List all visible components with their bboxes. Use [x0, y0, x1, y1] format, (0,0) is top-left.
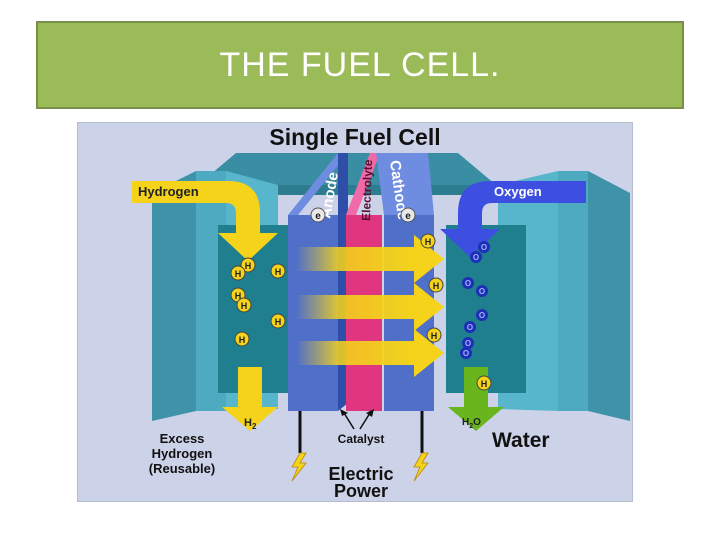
hydrogen-atom: H	[240, 257, 256, 273]
catalyst-label: Catalyst	[338, 432, 385, 446]
svg-text:O: O	[479, 311, 485, 320]
svg-text:O: O	[465, 279, 471, 288]
oxygen-atom: O	[476, 309, 488, 321]
hydrogen-atom: H	[426, 327, 442, 343]
svg-text:O: O	[463, 349, 469, 358]
water-label: Water	[492, 429, 550, 452]
title-banner: THE FUEL CELL.	[36, 21, 684, 109]
right-frame	[446, 171, 630, 421]
cathode-electron: e	[400, 207, 416, 223]
hydrogen-atom: H	[420, 233, 436, 249]
svg-text:O: O	[467, 323, 473, 332]
circuit-wires	[298, 411, 424, 453]
oxygen-atom: O	[464, 321, 476, 333]
diagram-heading: Single Fuel Cell	[269, 124, 440, 150]
hydrogen-ions-cathode: H H H H	[420, 233, 492, 391]
hydrogen-atom: H	[230, 265, 246, 281]
svg-text:O: O	[473, 253, 479, 262]
svg-text:H: H	[275, 267, 282, 277]
hydrogen-atoms-anode: H H H H H H H	[230, 257, 286, 347]
proton-flow-arrows	[296, 235, 444, 377]
svg-text:e: e	[405, 211, 411, 222]
oxygen-atom: O	[470, 251, 482, 263]
excess-hydrogen-line3: (Reusable)	[149, 461, 215, 476]
electrolyte-label: Electrolyte	[359, 159, 375, 221]
svg-text:H: H	[235, 269, 242, 279]
fuel-cell-diagram: Single Fuel Cell Anode Electrolyte Catho…	[77, 122, 633, 502]
oxygen-in-label: Oxygen	[494, 184, 542, 199]
svg-text:H: H	[481, 379, 488, 389]
water-outlet-arrow	[448, 367, 504, 431]
hydrogen-atom: H	[234, 331, 250, 347]
svg-text:e: e	[315, 211, 321, 222]
svg-text:O: O	[465, 339, 471, 348]
slide-title: THE FUEL CELL.	[219, 45, 501, 84]
oxygen-atom: O	[478, 241, 490, 253]
oxygen-atom: O	[460, 347, 472, 359]
oxygen-atom: O	[462, 337, 474, 349]
oxygen-atoms: O O O O O O O O	[460, 241, 490, 359]
hydrogen-atom: H	[476, 375, 492, 391]
svg-text:O: O	[479, 287, 485, 296]
oxygen-inlet-arrow	[440, 181, 586, 257]
left-frame	[152, 171, 290, 421]
oxygen-atom: O	[462, 277, 474, 289]
svg-text:H: H	[425, 237, 432, 247]
proton-arrow	[296, 283, 444, 331]
electric-power-line1: Electric	[328, 464, 393, 484]
svg-text:H: H	[275, 317, 282, 327]
water-formula: H2O	[462, 417, 481, 430]
svg-text:O: O	[481, 243, 487, 252]
proton-arrow	[296, 329, 444, 377]
h2-out-label: H2	[244, 417, 257, 431]
svg-text:H: H	[239, 335, 246, 345]
oxygen-atom: O	[476, 285, 488, 297]
hydrogen-atom: H	[428, 277, 444, 293]
excess-hydrogen-arrow	[222, 367, 278, 431]
lightning-bolt-icon	[413, 452, 429, 482]
svg-text:H: H	[245, 261, 252, 271]
hydrogen-in-label: Hydrogen	[138, 184, 199, 199]
hydrogen-inlet-arrow	[132, 181, 278, 261]
svg-text:H: H	[433, 281, 440, 291]
electric-power-line2: Power	[334, 481, 388, 501]
hydrogen-atom: H	[270, 263, 286, 279]
hydrogen-atom: H	[236, 297, 252, 313]
hydrogen-atom: H	[270, 313, 286, 329]
svg-text:H: H	[431, 331, 438, 341]
svg-text:H: H	[241, 301, 248, 311]
excess-hydrogen-line1: Excess	[160, 431, 205, 446]
catalyst-pointers	[340, 409, 374, 430]
excess-hydrogen-line2: Hydrogen	[152, 446, 213, 461]
proton-arrow	[296, 235, 444, 283]
lightning-bolt-icon	[291, 452, 307, 482]
svg-text:H: H	[235, 291, 242, 301]
anode-electron: e	[310, 207, 326, 223]
